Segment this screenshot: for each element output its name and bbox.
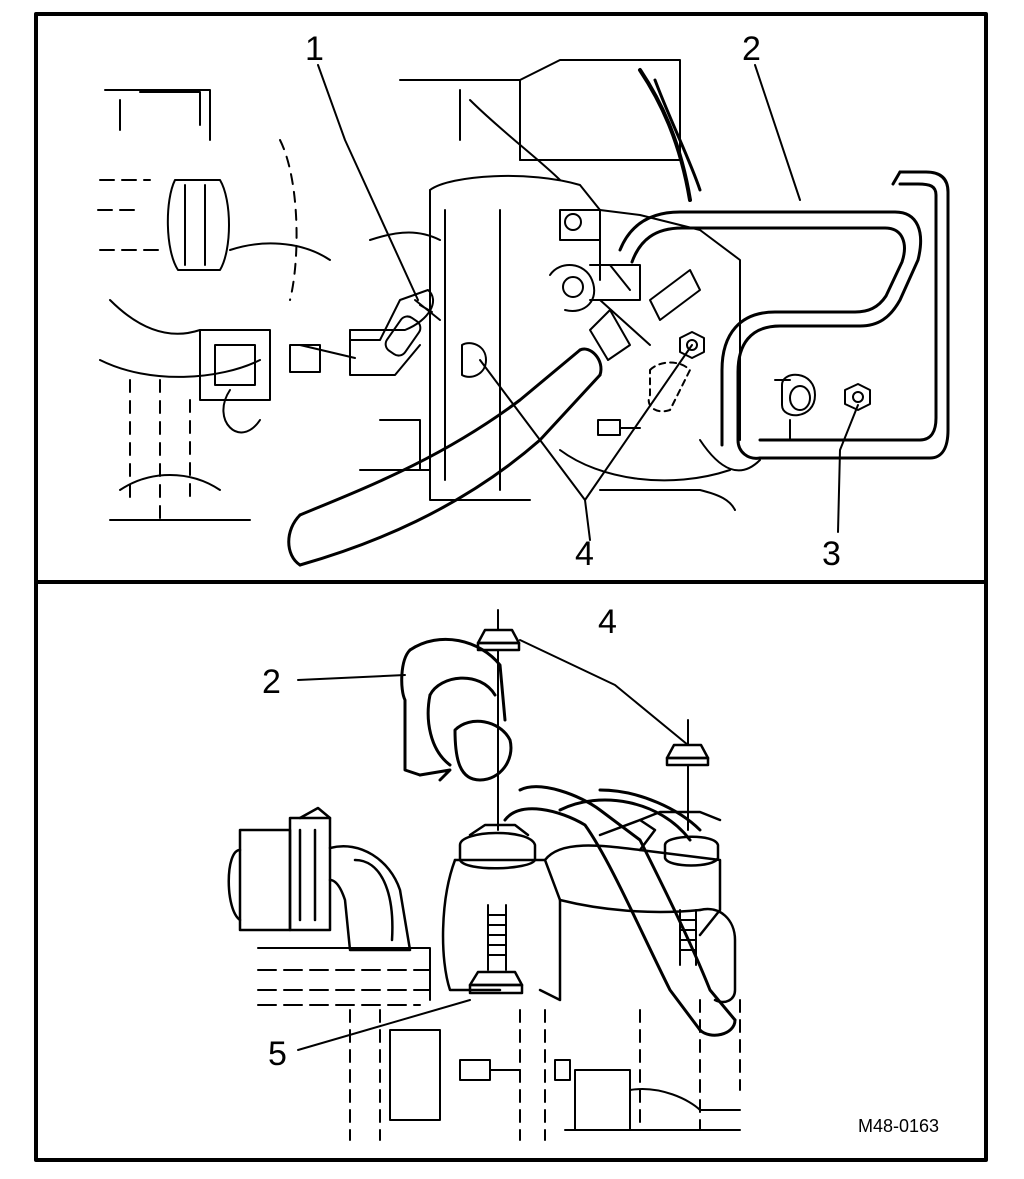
- engine-block-left: [97, 89, 331, 521]
- upper-hose-bend: [400, 637, 513, 782]
- hose-connector: [549, 264, 701, 346]
- reservoir-housing: [359, 59, 761, 511]
- stud-center: [487, 904, 507, 971]
- callout-3-top: 3: [822, 535, 841, 573]
- figure-reference-code: M48-0163: [858, 1116, 939, 1136]
- mount-nut-upper-right: [665, 719, 710, 831]
- callout-4-top: 4: [575, 535, 594, 573]
- coolant-pipe: [618, 170, 950, 460]
- bottom-panel: 2 4 5 M48-0163: [227, 603, 939, 1141]
- coolant-hose-lower: [287, 309, 631, 567]
- stud-right: [679, 909, 697, 966]
- leader-lines-top: [317, 64, 859, 541]
- grommet-center: [458, 823, 537, 870]
- outer-frame: [34, 12, 988, 1162]
- callout-4-bottom: 4: [598, 603, 617, 641]
- leader-lines-bottom: [297, 639, 689, 1051]
- grommet-right: [638, 810, 722, 867]
- lower-engine-structure: [257, 947, 741, 1141]
- left-pipe-clamp: [227, 806, 412, 952]
- mount-nut-lower: [468, 970, 524, 995]
- mount-nut-upper-left: [476, 609, 521, 831]
- top-panel: 1 2 3 4: [97, 30, 950, 573]
- reservoir-body: [441, 818, 737, 1004]
- mounting-nut-top: [597, 331, 705, 436]
- callout-1-top: 1: [305, 30, 324, 68]
- pipe-grommet: [774, 373, 816, 441]
- callout-2-top: 2: [742, 30, 761, 68]
- pipe-nut: [844, 383, 871, 411]
- callout-2-bottom: 2: [262, 663, 281, 701]
- callout-5-bottom: 5: [268, 1035, 287, 1073]
- hose-bracket: [289, 289, 487, 378]
